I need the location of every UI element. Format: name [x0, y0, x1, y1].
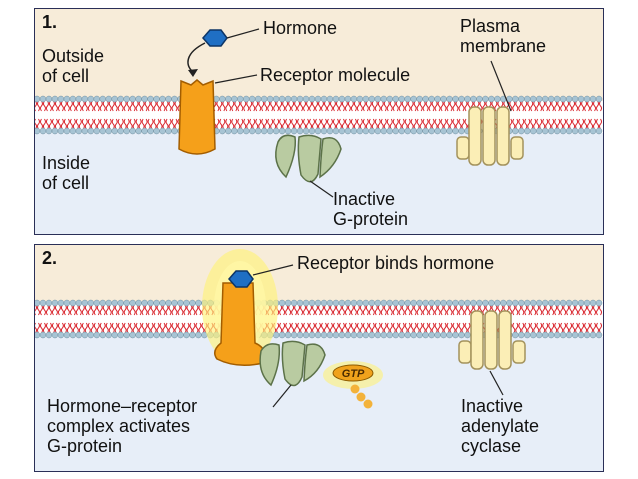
- hormone-molecule: [202, 29, 228, 47]
- receptor-molecule: [214, 282, 266, 366]
- receptor-binds-hormone-label: Receptor binds hormone: [297, 253, 495, 273]
- panel-1-artwork: [178, 28, 524, 198]
- g-protein-active: [259, 340, 326, 387]
- receptor-molecule: [178, 79, 216, 155]
- hormone-label: Hormone: [263, 18, 338, 38]
- step-number: 2.: [42, 248, 58, 268]
- binding-arrow-head: [188, 69, 198, 77]
- binding-arrow: [187, 42, 206, 73]
- g-protein-inactive: [275, 134, 342, 183]
- gtp-label: GTP: [342, 368, 365, 380]
- hormone-molecule: [228, 270, 254, 288]
- extracellular-region: [35, 245, 603, 301]
- receptor-molecule-label: Receptor molecule: [260, 65, 411, 85]
- step-number: 1.: [42, 12, 58, 32]
- adenylate-cyclase: [456, 106, 524, 166]
- gtp-molecule: GTP: [332, 364, 374, 409]
- adenylate-cyclase: [458, 310, 526, 370]
- panel-2-artwork: GTP: [202, 249, 526, 409]
- extracellular-region: [35, 9, 603, 101]
- panel-2: 2. Receptor binds hormone Hormone–recept…: [34, 244, 604, 472]
